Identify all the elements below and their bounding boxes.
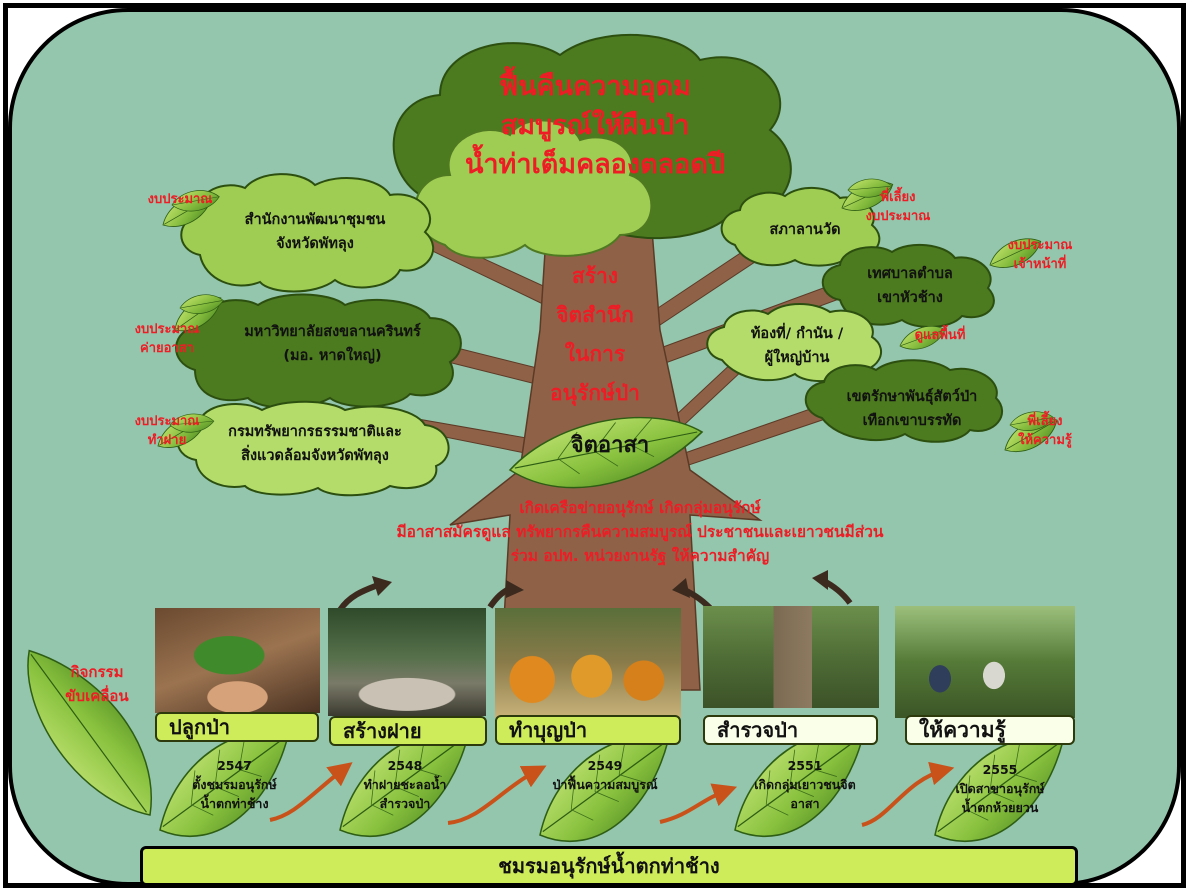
right-branch-4-side: พี่เลี้ยง ให้ความรู้ [1018, 414, 1072, 448]
results-text: เกิดเครือข่ายอนุรักษ์ เกิดกลุ่มอนุรักษ์ … [396, 499, 884, 565]
activity-forest-survey: สำรวจป่า [703, 715, 878, 745]
timeline-year: 2555 [982, 762, 1018, 777]
activity-education: ให้ความรู้ [905, 715, 1075, 745]
right-branch-3-side: ดูแลพื้นที่ [914, 328, 966, 343]
footer-club-name: ชมรมอนุรักษ์น้ำตกท่าช้าง [140, 846, 1078, 886]
timeline-item-2548: 2548 ทำฝายชะลอน้ำ สำรวจป่า [340, 756, 470, 813]
timeline-year: 2548 [387, 758, 423, 773]
timeline-item-2549: 2549 ป่าฟื้นความสมบูรณ์ [535, 756, 675, 794]
photo-forest-survey [703, 606, 879, 708]
center-leaf-label: จิตอาสา [570, 433, 650, 458]
photo-education [895, 606, 1075, 718]
timeline-item-2555: 2555 เปิดสาขาอนุรักษ์ น้ำตกห้วยยวน [935, 760, 1065, 817]
activity-check-dam: สร้างฝาย [329, 716, 487, 746]
photo-merit-ceremony [495, 608, 681, 718]
trunk-title: สร้าง จิตสำนึก ในการ อนุรักษ์ป่า [550, 264, 640, 405]
timeline-year: 2551 [787, 758, 823, 773]
drive-activities-label: กิจกรรม ขับเคลื่อน [65, 663, 129, 705]
activity-planting: ปลูกป่า [155, 712, 319, 742]
right-branch-3: ท้องที่/ กำนัน / ผู้ใหญ่บ้าน [750, 326, 844, 366]
left-branch-1-side: งบประมาณ [147, 192, 213, 207]
timeline-year: 2547 [217, 758, 252, 773]
canopy-title: ฟื้นคืนความอุดม สมบูรณ์ให้ผืนป่า น้ำท่าเ… [464, 71, 726, 180]
timeline-item-2547: 2547 ตั้งชมรมอนุรักษ์ น้ำตกท่าช้าง [172, 756, 297, 813]
activity-merit-ceremony: ทำบุญป่า [495, 715, 681, 745]
photo-planting [155, 608, 320, 713]
left-branch-2: มหาวิทยาลัยสงขลานครินทร์ (มอ. หาดใหญ่) [244, 324, 421, 364]
left-branch-2-side: งบประมาณ ค่ายอาสา [134, 322, 200, 356]
left-branch-3: กรมทรัพยากรธรรมชาติและ สิ่งแวดล้อมจังหวั… [228, 424, 402, 464]
timeline-year: 2549 [587, 758, 623, 773]
right-branch-2-side: งบประมาณ เจ้าหน้าที่ [1007, 238, 1073, 272]
timeline-item-2551: 2551 เกิดกลุ่มเยาวชนจิต อาสา [740, 756, 870, 813]
right-branch-1: สภาลานวัด [769, 222, 841, 238]
right-branch-1-side: พี่เลี้ยง งบประมาณ [865, 190, 931, 224]
left-branch-3-side: งบประมาณ ทำฝาย [134, 414, 200, 448]
right-branch-4: เขตรักษาพันธุ์สัตว์ป่า เทือกเขาบรรทัด [846, 389, 978, 429]
right-branch-2: เทศบาลตำบล เขาหัวช้าง [867, 266, 953, 306]
left-branch-1: สำนักงานพัฒนาชุมชน จังหวัดพัทลุง [244, 212, 386, 252]
photo-check-dam [328, 608, 486, 716]
